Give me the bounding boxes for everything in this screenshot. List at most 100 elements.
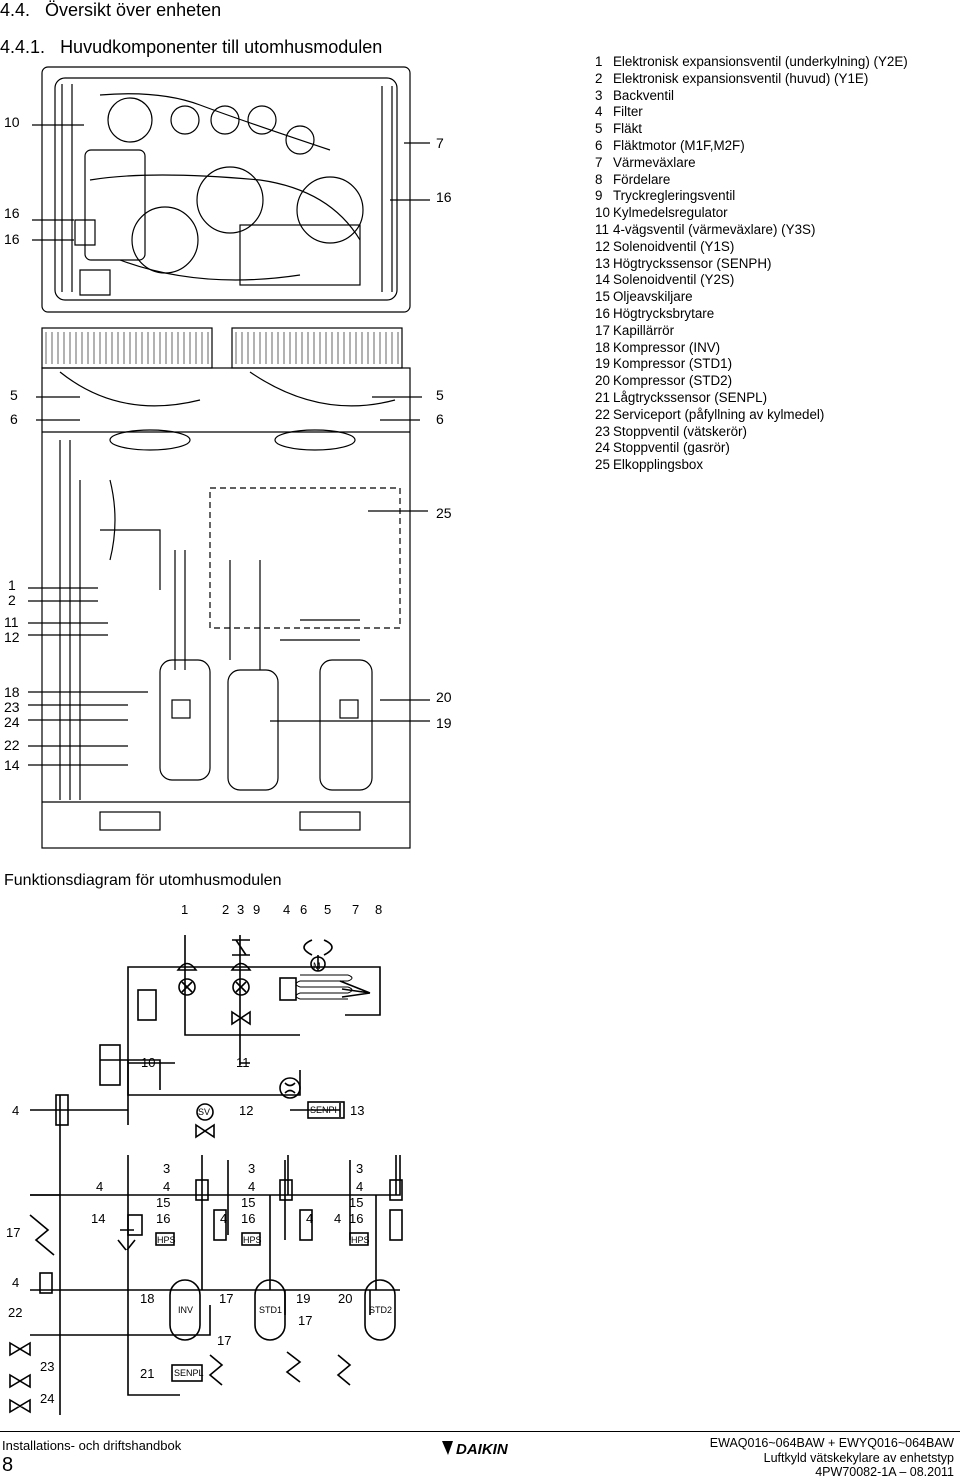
callout-14: 14 (4, 757, 20, 773)
electrical-box (209, 487, 401, 629)
fd-n15a: 15 (156, 1195, 170, 1210)
fd-label-3: 3 (237, 902, 244, 917)
fd-n4b: 4 (96, 1179, 103, 1194)
callout-11: 11 (4, 614, 19, 630)
legend-number: 13 (595, 255, 610, 271)
legend-text: Högtrycksbrytare (613, 305, 715, 321)
fd-n16b: 16 (241, 1211, 255, 1226)
callout-24: 24 (4, 714, 20, 730)
subsection-heading: 4.4.1. Huvudkomponenter till utomhusmodu… (0, 37, 382, 58)
compressor-std1 (227, 669, 279, 791)
fd-n13: 13 (350, 1103, 364, 1118)
callout-16a: 16 (4, 205, 20, 221)
legend-number: 25 (595, 457, 610, 473)
fan-grille-right (231, 327, 403, 369)
subsection-title: Huvudkomponenter till utomhusmodulen (60, 37, 383, 57)
legend-item: 5 Fläkt (595, 121, 908, 138)
fd-n15b: 15 (241, 1195, 255, 1210)
hps-label-b: HPS (243, 1235, 262, 1245)
fd-n22: 22 (8, 1305, 22, 1320)
fd-n11: 11 (236, 1055, 250, 1070)
callout-12: 12 (4, 629, 20, 645)
legend-number: 11 (595, 221, 609, 237)
callout-5-right: 5 (436, 387, 444, 403)
brand-text: DAIKIN (456, 1441, 509, 1458)
legend-text: Fördelare (613, 171, 671, 187)
fd-label-8: 8 (375, 902, 382, 917)
legend-text: Fläkt (613, 121, 643, 137)
legend-number: 10 (595, 205, 610, 221)
legend-number: 21 (595, 389, 610, 405)
fd-label-1: 1 (181, 902, 188, 917)
hps-label-c: HPS (351, 1235, 370, 1245)
callout-19: 19 (436, 715, 452, 731)
legend-text: Tryckregleringsventil (613, 188, 736, 204)
legend-text: Kylmedelsregulator (613, 205, 728, 221)
legend-text: Solenoidventil (Y2S) (613, 272, 735, 288)
callout-6-left: 6 (10, 411, 18, 427)
legend-number: 15 (595, 289, 610, 305)
fd-label-9: 9 (253, 902, 260, 917)
legend-number: 3 (595, 87, 603, 103)
compressor-inv (159, 659, 211, 781)
fd-n19: 19 (296, 1291, 310, 1306)
fd-n4d: 4 (248, 1179, 255, 1194)
legend-text: Kapillärrör (613, 322, 675, 338)
callout-10: 10 (4, 114, 20, 130)
legend-text: Backventil (613, 87, 675, 103)
fd-n17c: 17 (298, 1313, 312, 1328)
callout-23: 23 (4, 699, 20, 715)
legend-text: Elektronisk expansionsventil (huvud) (Y1… (613, 70, 869, 86)
subsection-number: 4.4.1. (0, 37, 46, 57)
legend-number: 14 (595, 272, 610, 288)
fd-n16c: 16 (349, 1211, 363, 1226)
inv-label: INV (178, 1305, 193, 1315)
legend-number: 19 (595, 356, 610, 372)
std1-label: STD1 (259, 1305, 282, 1315)
callout-6-right: 6 (436, 411, 444, 427)
footer-manual: Installations- och driftshandbok (2, 1438, 182, 1453)
legend-number: 2 (595, 70, 603, 86)
fd-n12: 12 (239, 1103, 253, 1118)
legend-text: 4-vägsventil (värmeväxlare) (Y3S) (613, 221, 816, 237)
footer-doc: 4PW70082-1A – 08.2011 (815, 1465, 954, 1479)
legend-number: 18 (595, 339, 610, 355)
legend-number: 1 (595, 54, 603, 69)
callout-16b: 16 (4, 231, 20, 247)
fd-n20: 20 (338, 1291, 352, 1306)
footer-type: Luftkyld vätskekylare av enhetstyp (763, 1450, 954, 1465)
fd-n3b: 3 (248, 1161, 255, 1176)
daikin-logo: DAIKIN (442, 1441, 509, 1458)
fd-n17a: 17 (6, 1225, 20, 1240)
legend-number: 8 (595, 171, 603, 187)
legend-number: 20 (595, 373, 610, 389)
unit-drawing: 10 16 16 7 16 5 6 5 6 25 1 2 11 12 18 23… (4, 66, 452, 849)
page-number: 8 (2, 1454, 14, 1476)
legend-number: 24 (595, 440, 610, 456)
legend-number: 5 (595, 121, 603, 137)
legend-text: Kompressor (INV) (613, 339, 721, 355)
footer-right: EWAQ016~064BAW + EWYQ016~064BAW Luftkyld… (710, 1436, 954, 1480)
fd-label-4: 4 (283, 902, 290, 917)
upper-heat-exchanger (41, 66, 411, 313)
sv-label: SV (198, 1107, 210, 1117)
function-diagram-title: Funktionsdiagram för utomhusmodulen (4, 872, 282, 889)
fd-n14: 14 (91, 1211, 105, 1226)
fd-n24: 24 (40, 1391, 54, 1406)
legend-text: Kompressor (STD1) (613, 356, 733, 372)
fd-n3c: 3 (356, 1161, 363, 1176)
